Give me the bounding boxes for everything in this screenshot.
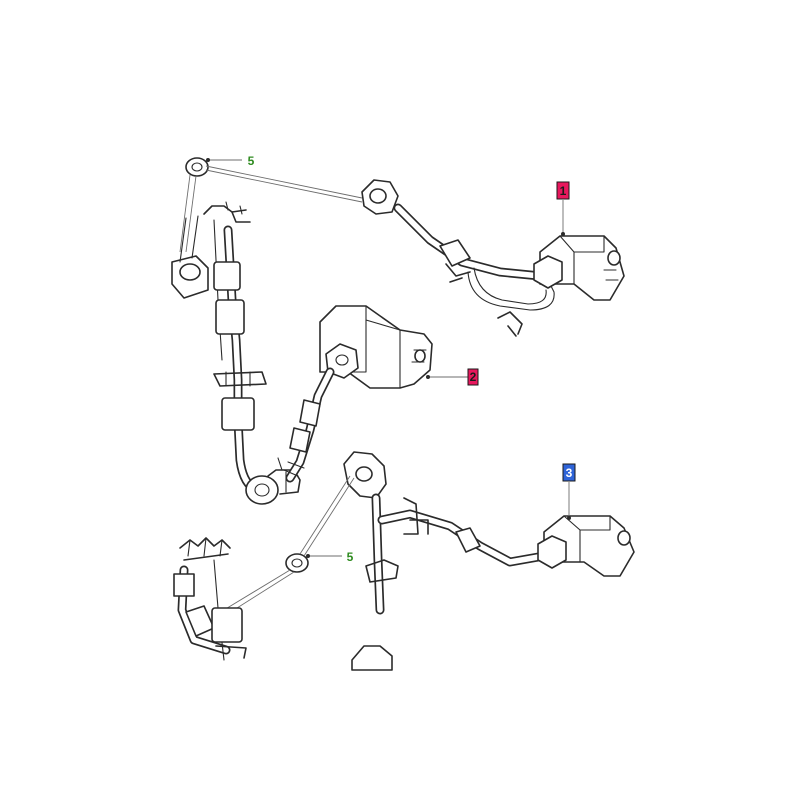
callout-2: 2 — [426, 368, 479, 386]
right-lower-brake-hose — [343, 451, 635, 615]
callout-5-top-label: 5 — [248, 154, 255, 168]
bottom-partial-bracket — [351, 645, 393, 671]
washer-bottom-leaders — [213, 475, 355, 621]
callout-3-label: 3 — [566, 466, 573, 480]
callout-5-bottom-label: 5 — [347, 550, 354, 564]
left-upper-brake-line — [171, 201, 301, 505]
callout-5-bottom: 5 — [347, 550, 354, 564]
callout-1-box — [556, 181, 570, 200]
callout-1-label: 1 — [560, 184, 567, 198]
washer-top — [185, 157, 209, 177]
callout-1: 1 — [556, 181, 570, 236]
callout-3-box — [562, 463, 576, 482]
callout-2-box — [467, 368, 479, 386]
washer-bottom — [285, 553, 309, 573]
left-lower-brake-line — [173, 537, 247, 661]
callout-3: 3 — [562, 463, 576, 520]
callout-2-label: 2 — [470, 370, 477, 384]
right-upper-brake-hose — [361, 179, 625, 337]
middle-brake-hose-bracket — [283, 305, 433, 483]
callout-5-top: 5 — [248, 154, 255, 168]
washer-top-leaders — [179, 158, 363, 253]
